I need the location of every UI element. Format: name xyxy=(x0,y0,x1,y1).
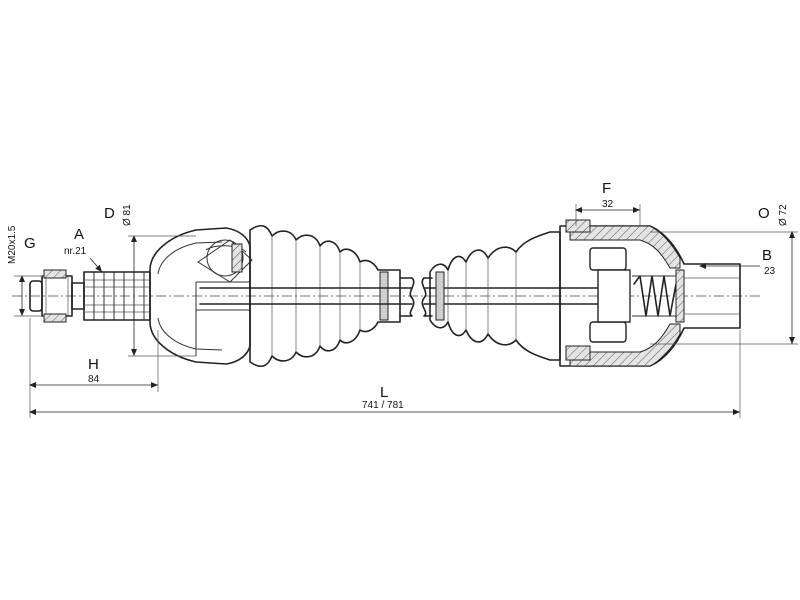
dimension-h-value: 84 xyxy=(88,374,100,385)
intermediate-shaft xyxy=(199,277,601,317)
dimension-b-value: 23 xyxy=(764,266,776,277)
dimension-o: O Ø 72 xyxy=(650,204,798,345)
dimension-d-value: Ø 81 xyxy=(122,204,133,226)
dimension-h-letter: H xyxy=(88,356,99,373)
outer-boot xyxy=(249,224,401,368)
dimension-g-value: M20x1.5 xyxy=(7,225,18,264)
dimension-d-letter: D xyxy=(104,205,115,222)
dimension-l: L 741 / 781 xyxy=(29,330,741,418)
dimension-f: F 32 xyxy=(575,180,641,226)
dimension-h: H 84 xyxy=(29,318,159,392)
dimension-o-value: Ø 72 xyxy=(778,204,789,226)
dimension-l-value: 741 / 781 xyxy=(362,400,404,411)
dimension-a-value: nr.21 xyxy=(64,246,87,257)
dimension-b-letter: B xyxy=(762,247,772,264)
dimension-f-value: 32 xyxy=(602,199,614,210)
dimension-g: G M20x1.5 xyxy=(7,225,44,317)
dimension-a: A nr.21 xyxy=(64,226,103,273)
dimension-o-letter: O xyxy=(758,205,770,222)
dimension-d: D Ø 81 xyxy=(104,204,196,357)
inner-tripod-joint xyxy=(559,219,741,367)
dimension-g-letter: G xyxy=(24,235,36,252)
dimension-b: B 23 xyxy=(699,247,776,277)
dimension-f-letter: F xyxy=(602,180,611,197)
dimension-l-letter: L xyxy=(380,384,388,401)
dimension-a-letter: A xyxy=(74,226,84,243)
